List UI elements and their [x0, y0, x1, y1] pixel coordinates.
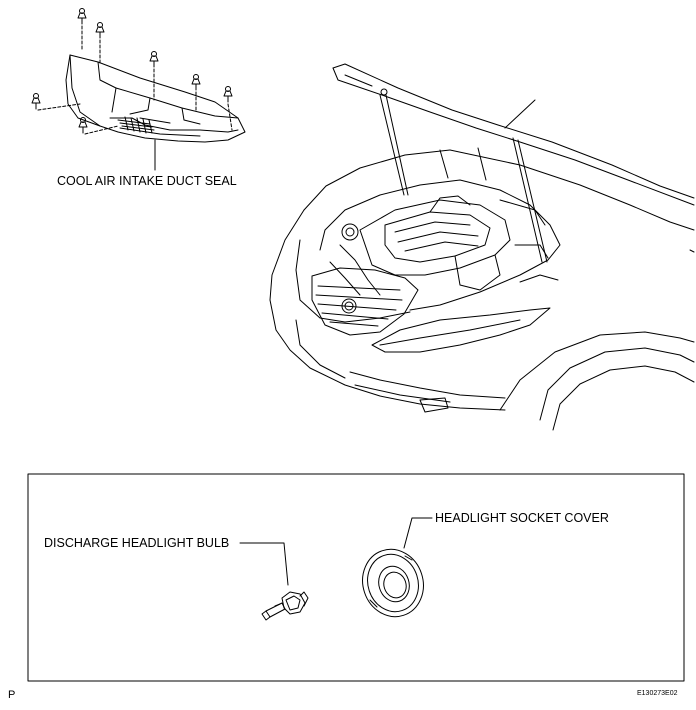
headlight-socket-cover-label: HEADLIGHT SOCKET COVER	[435, 511, 609, 525]
headlight-socket-cover-part	[362, 517, 433, 618]
car-front-illustration	[269, 63, 695, 431]
figure-code: E130273E02	[637, 690, 678, 697]
discharge-headlight-bulb-part	[239, 542, 309, 621]
discharge-headlight-bulb-label: DISCHARGE HEADLIGHT BULB	[44, 536, 230, 550]
inset-frame	[27, 473, 685, 682]
clip-fasteners	[31, 8, 233, 135]
page-mark: P	[8, 689, 16, 701]
cool-air-intake-duct-seal-part	[65, 54, 246, 143]
cool-air-intake-duct-seal-label: COOL AIR INTAKE DUCT SEAL	[57, 174, 237, 188]
